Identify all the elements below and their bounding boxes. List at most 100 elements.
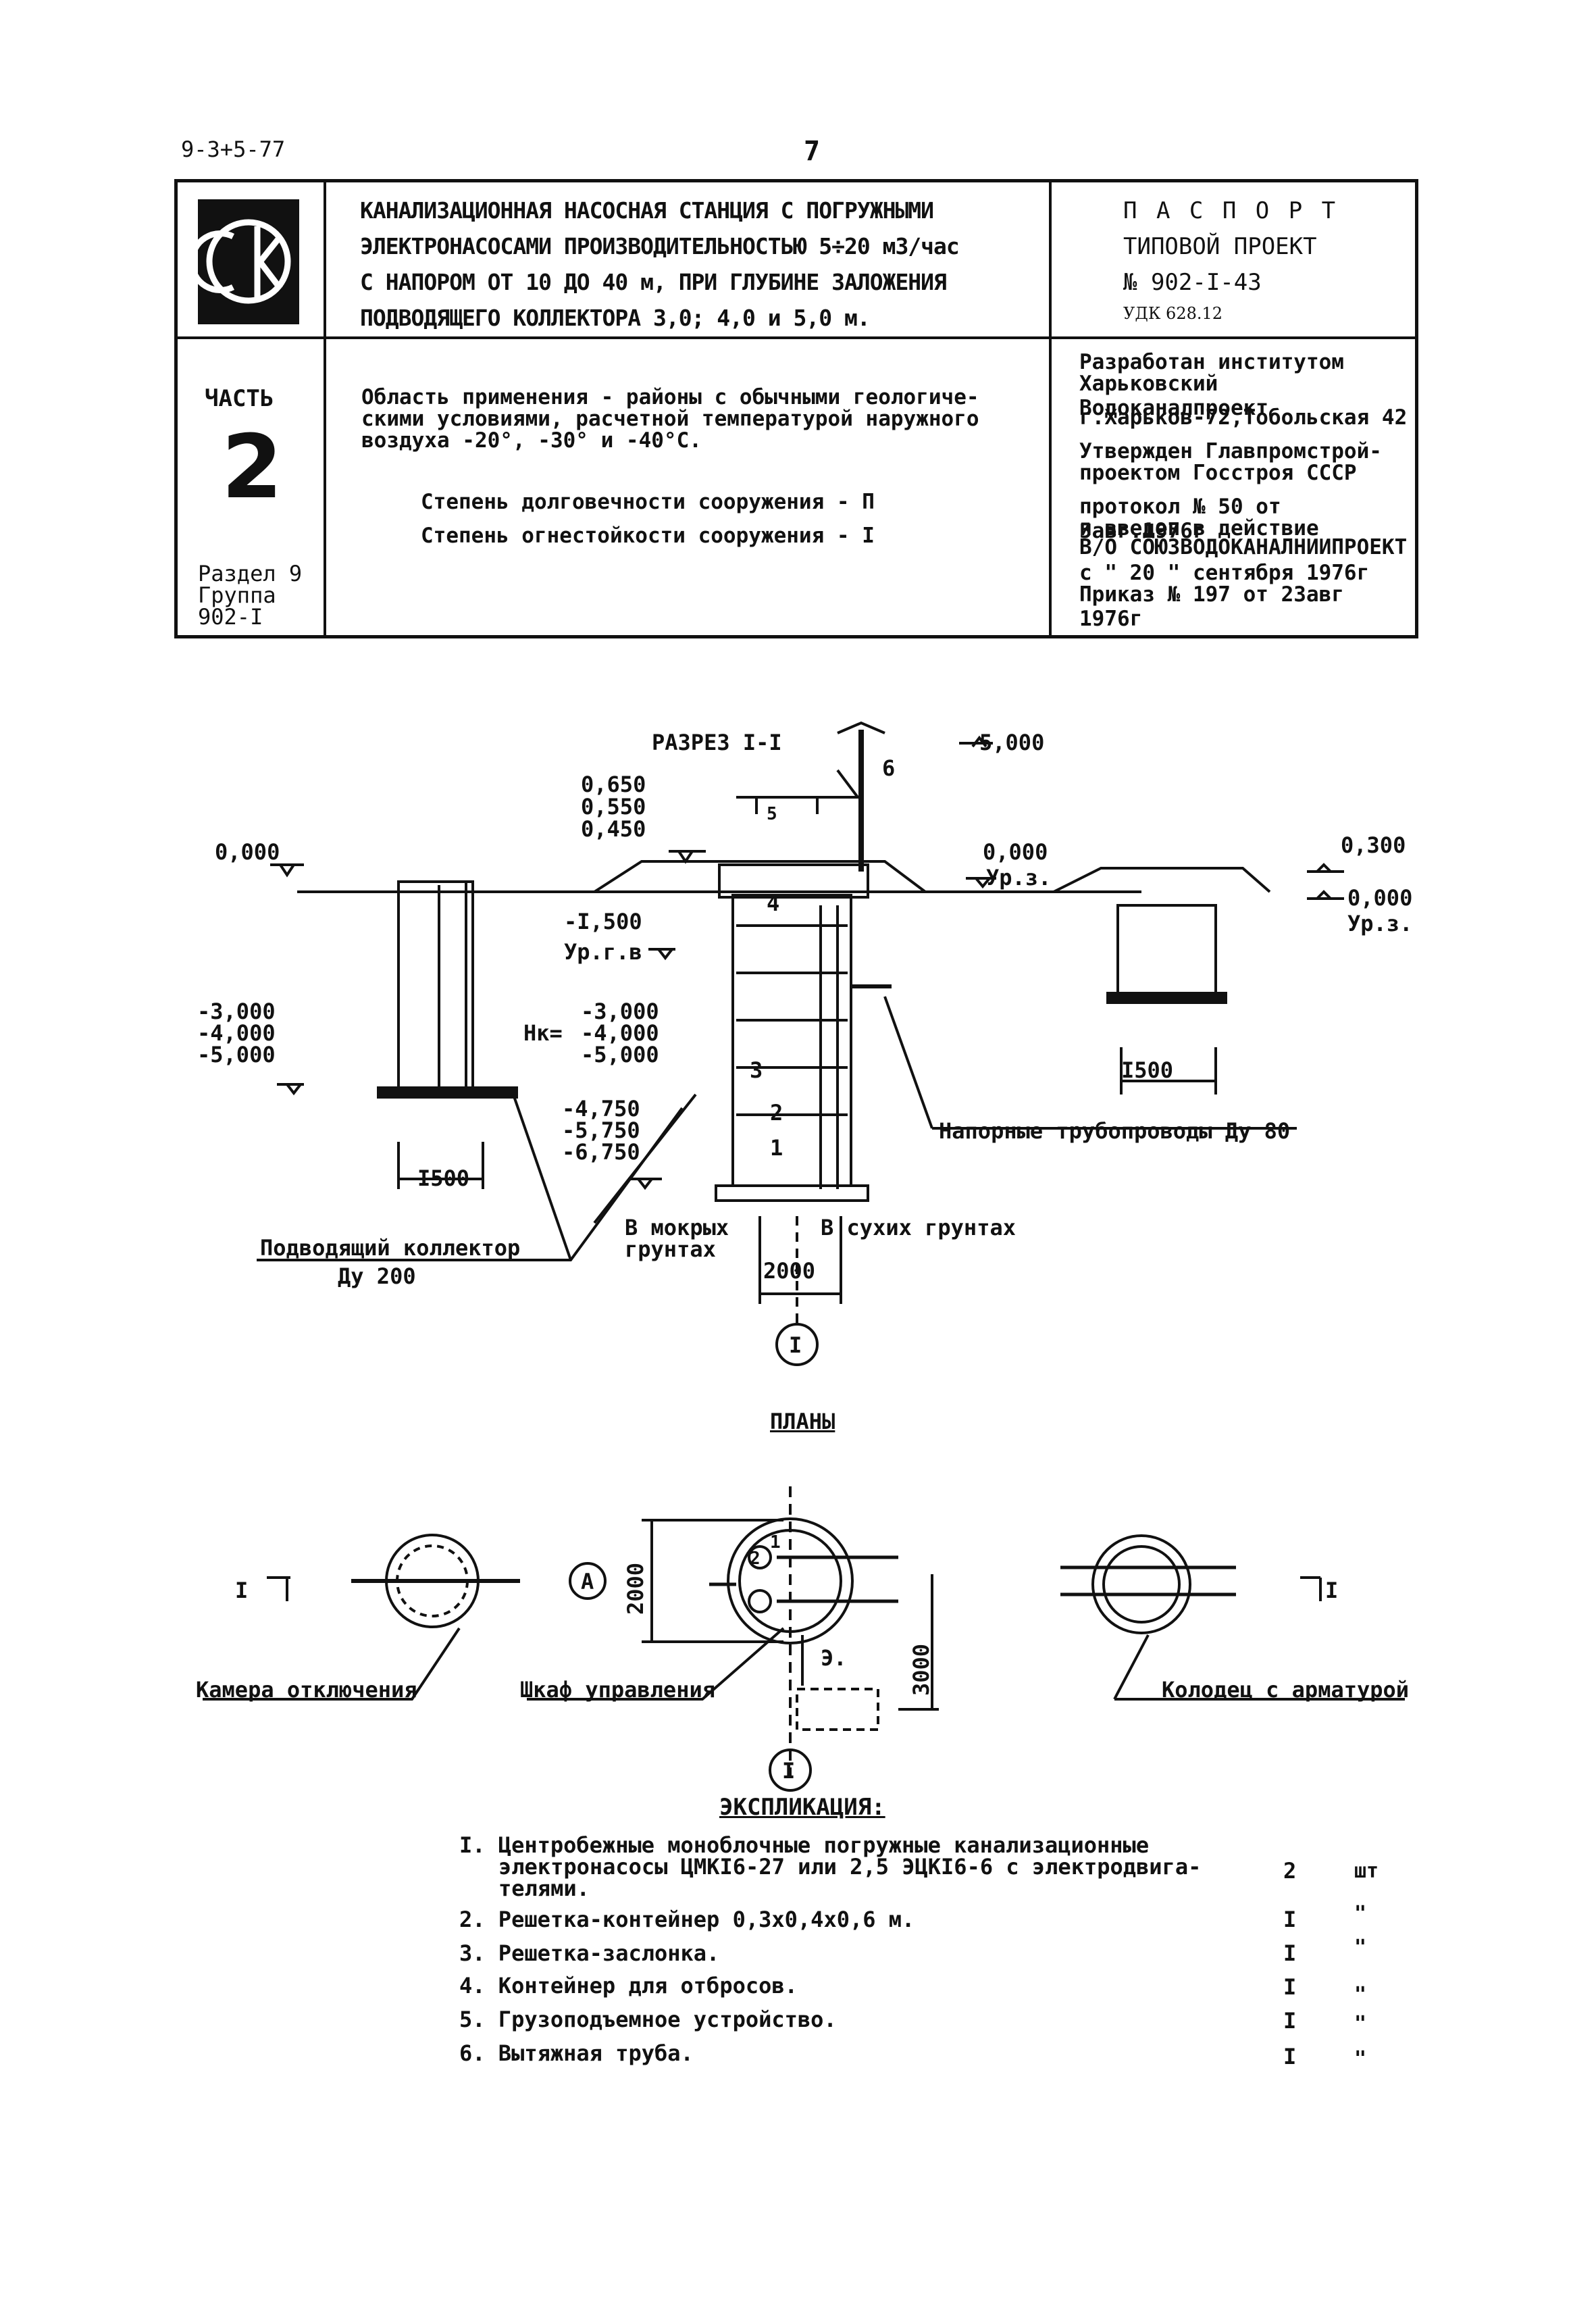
elevation-groundwater: -I,500 xyxy=(564,909,642,934)
bottom-elevation: -5,750 xyxy=(562,1117,640,1143)
hk-elevation: -5,000 xyxy=(581,1042,659,1067)
elevation-zero-mid: 0,000 xyxy=(983,839,1048,865)
dim-left-chamber: I500 xyxy=(417,1165,470,1191)
plan-marker-circle xyxy=(769,1749,812,1792)
explication-item-cont: телями. xyxy=(498,1876,590,1901)
explication-item: 4. Контейнер для отбросов. xyxy=(459,1973,798,1998)
explication-item: 3. Решетка-заслонка. xyxy=(459,1940,720,1966)
dim-2000: 2000 xyxy=(623,1562,648,1615)
wet-soil-label: В мокрых xyxy=(625,1215,729,1240)
bottom-elevation: -4,750 xyxy=(562,1096,640,1122)
hk-elevation: -4,000 xyxy=(581,1020,659,1046)
dim-3000: 3000 xyxy=(908,1643,934,1696)
explication-qty: I xyxy=(1283,1907,1297,1932)
table-divider xyxy=(1049,182,1052,636)
bottom-elevation: -6,750 xyxy=(562,1139,640,1165)
valve-well-label: Колодец с арматурой xyxy=(1162,1677,1410,1703)
developer-line: протокол № 50 от 5авг.1976г xyxy=(1079,495,1281,543)
udk-code: УДК 628.12 xyxy=(1123,304,1223,323)
passport-type: ТИПОВОЙ ПРОЕКТ xyxy=(1123,233,1317,260)
scope-line: воздуха -20°, -30° и -40°С. xyxy=(361,428,702,453)
explication-qty: I xyxy=(1283,1940,1297,1966)
explication-item-cont: электронасосы ЦМКI6-27 или 2,5 ЭЦКI6-6 с… xyxy=(498,1854,1202,1880)
callout-1: 1 xyxy=(770,1135,783,1161)
explication-unit: " xyxy=(1354,2047,1367,2071)
plan-callout-2: 2 xyxy=(750,1549,761,1569)
inlet-collector-diameter: Ду 200 xyxy=(338,1263,416,1289)
dry-soil-label: В сухих грунтах xyxy=(821,1215,1016,1240)
callout-5: 5 xyxy=(767,804,777,824)
elevation-stack: 0,650 xyxy=(581,772,646,797)
explication-item: I. Центробежные моноблочные погружные ка… xyxy=(459,1832,1150,1858)
scope-line: скими условиями, расчетной температурой … xyxy=(361,407,979,431)
title-line: ЭЛЕКТРОНАСОСАМИ ПРОИЗВОДИТЕЛЬНОСТЬЮ 5÷20… xyxy=(360,233,960,259)
cut-left-label: I xyxy=(235,1578,249,1603)
callout-4: 4 xyxy=(767,890,780,916)
table-divider xyxy=(178,336,1416,339)
ck-logo-icon xyxy=(188,199,299,324)
callout-6: 6 xyxy=(882,755,896,781)
explication-qty: 2 xyxy=(1283,1858,1297,1884)
chamber-elevation: -5,000 xyxy=(197,1042,276,1067)
part-number: 2 xyxy=(222,416,283,518)
plans-title: ПЛАНЫ xyxy=(770,1409,835,1434)
page-number: 7 xyxy=(804,136,821,167)
wet-soil-label: грунтах xyxy=(625,1236,716,1262)
developer-line: проектом Госстроя СССР xyxy=(1079,461,1357,485)
explication-qty: I xyxy=(1283,1974,1297,2000)
right-mound xyxy=(1053,867,1271,893)
elevation-right-top: 0,300 xyxy=(1341,832,1406,858)
chamber-elevation: -3,000 xyxy=(197,999,276,1024)
explication-unit: " xyxy=(1354,2012,1367,2036)
hk-elevation: -3,000 xyxy=(581,999,659,1024)
axis-a-label: A xyxy=(581,1569,594,1594)
explication-item: 5. Грузоподъемное устройство. xyxy=(459,2007,837,2032)
developer-line: и введен в действие xyxy=(1079,516,1319,540)
ground-level-mid: Ур.з. xyxy=(986,865,1052,890)
plan-callout-1: 1 xyxy=(770,1532,781,1553)
elevation-stack: 0,550 xyxy=(581,794,646,820)
section-marker-circle xyxy=(775,1323,819,1366)
center-mound xyxy=(593,860,927,893)
explication-unit: шт xyxy=(1354,1859,1379,1883)
control-cabinet-plan xyxy=(796,1688,879,1731)
electric-label: Э. xyxy=(821,1645,847,1671)
elevation-zero-left: 0,000 xyxy=(215,839,280,865)
groundwater-label: Ур.г.в xyxy=(564,939,642,965)
valve-well-plan xyxy=(1091,1534,1191,1634)
callout-2: 2 xyxy=(770,1100,783,1126)
plan-marker-label: I xyxy=(782,1758,796,1784)
title-block: КАНАЛИЗАЦИОННАЯ НАСОСНАЯ СТАНЦИЯ С ПОГРУ… xyxy=(174,179,1418,638)
callout-3: 3 xyxy=(750,1057,763,1083)
title-line: С НАПОРОМ ОТ 10 ДО 40 м, ПРИ ГЛУБИНЕ ЗАЛ… xyxy=(360,269,947,295)
axis-a-circle xyxy=(569,1562,607,1600)
explication-item: 6. Вытяжная труба. xyxy=(459,2040,694,2066)
ground-level-right: Ур.з. xyxy=(1347,911,1413,936)
section-marker-label: I xyxy=(789,1332,802,1358)
title-line: КАНАЛИЗАЦИОННАЯ НАСОСНАЯ СТАНЦИЯ С ПОГРУ… xyxy=(360,197,934,224)
inlet-collector-label: Подводящий коллектор xyxy=(260,1235,521,1261)
developer-line: Харьковский Водоканалпроект xyxy=(1079,372,1268,420)
fire-resistance-degree: Степень огнестойкости сооружения - I xyxy=(421,524,875,548)
title-line: ПОДВОДЯЩЕГО КОЛЛЕКТОРА 3,0; 4,0 и 5,0 м. xyxy=(360,305,871,331)
developer-line: Утвержден Главпромстрой- xyxy=(1079,439,1382,463)
developer-line: г.Харьков-72,Тобольская 42 xyxy=(1079,405,1408,430)
part-label: ЧАСТЬ xyxy=(205,385,274,412)
developer-line: Приказ № 197 от 23авг 1976г xyxy=(1079,582,1344,631)
explication-title: ЭКСПЛИКАЦИЯ: xyxy=(719,1794,885,1821)
passport-number: № 902-I-43 xyxy=(1123,269,1262,296)
developer-line: Разработан институтом xyxy=(1079,350,1344,374)
explication-unit: " xyxy=(1354,1902,1367,1926)
dim-well-width: 2000 xyxy=(763,1258,816,1284)
durability-degree: Степень долговечности сооружения - П xyxy=(421,490,875,514)
elevation-top: 5,000 xyxy=(979,730,1045,755)
cut-right-label: I xyxy=(1325,1578,1339,1603)
developer-line: В/О СОЮЗВОДОКАНАЛНИИПРОЕКТ xyxy=(1079,535,1408,559)
explication-qty: I xyxy=(1283,2044,1297,2069)
table-divider xyxy=(324,182,326,636)
elevation-stack: 0,450 xyxy=(581,816,646,842)
explication-unit: " xyxy=(1354,1936,1367,1959)
document-code: 9-3+5-77 xyxy=(181,136,286,162)
